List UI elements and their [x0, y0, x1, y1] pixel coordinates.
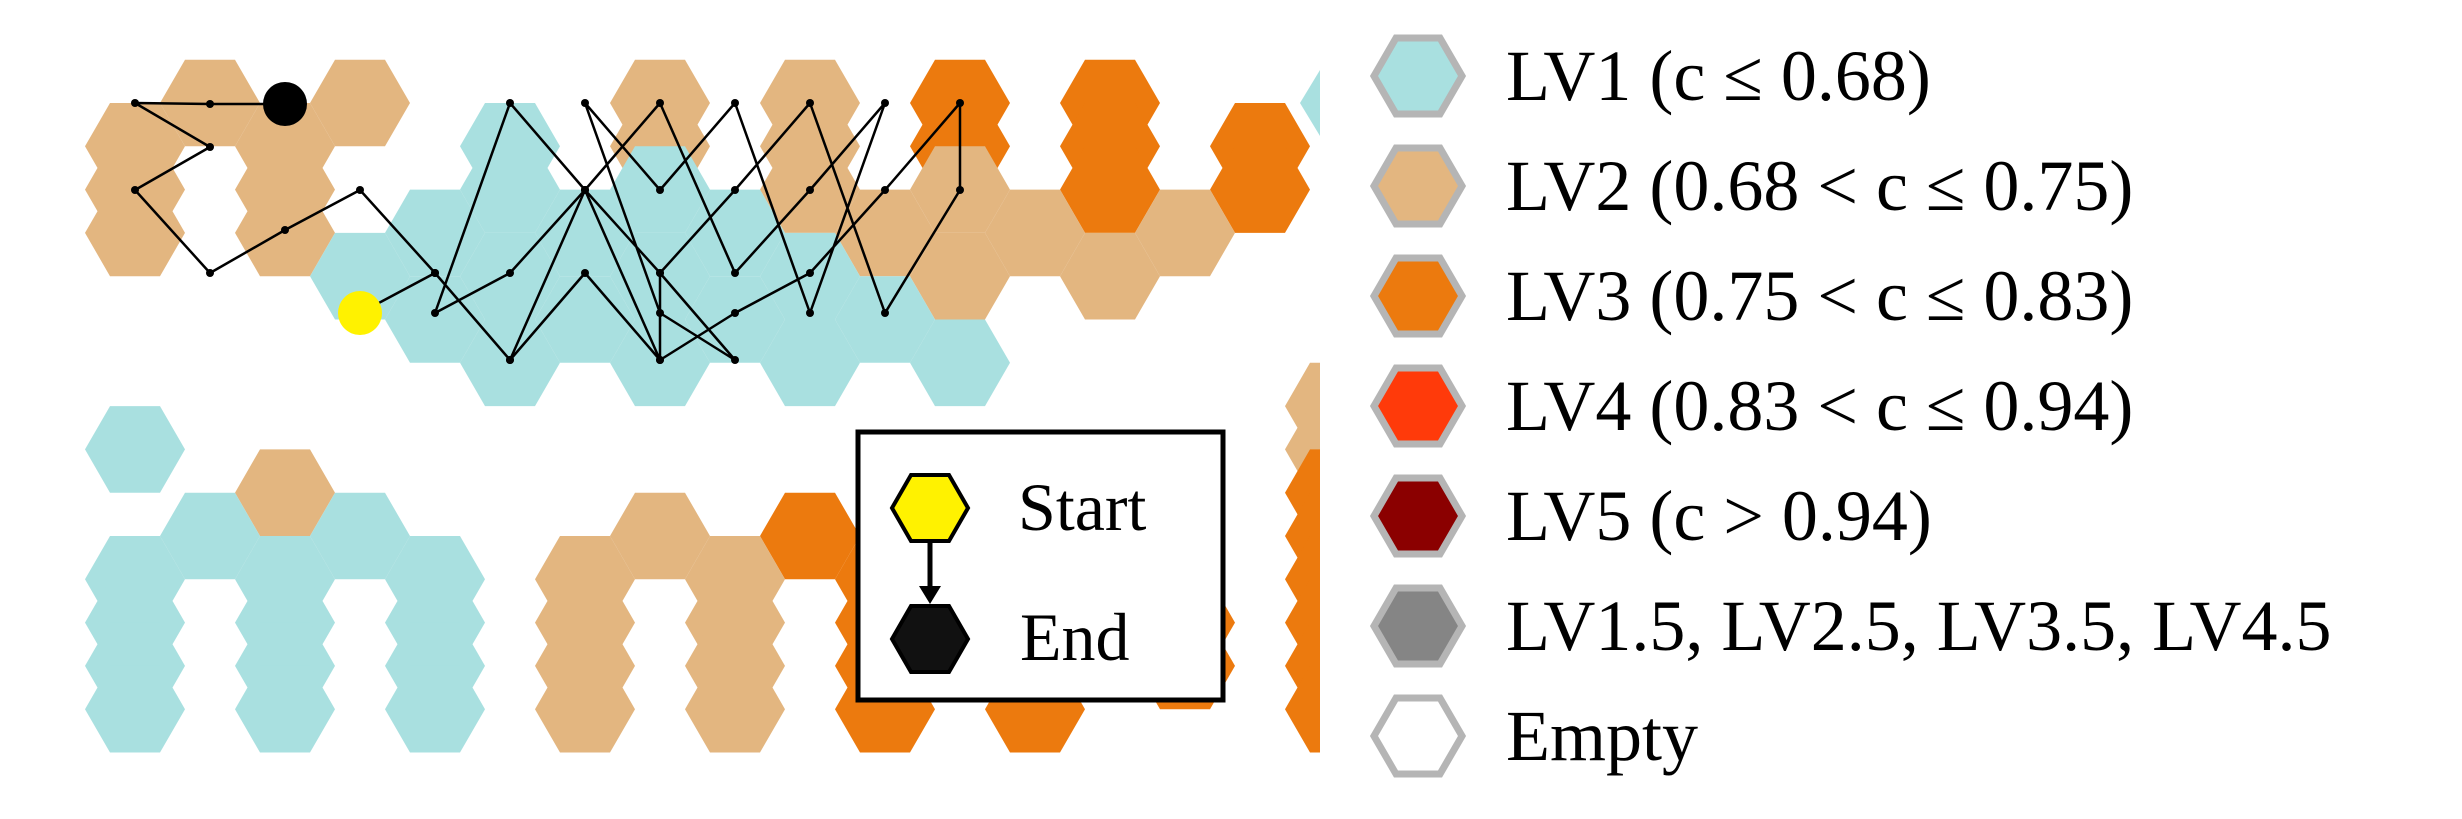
legend-item-lv5: LV5 (c > 0.94) [1370, 466, 1932, 566]
path-node [806, 269, 814, 277]
trajectory-line [133, 101, 962, 362]
path-node [281, 226, 289, 234]
start-marker [338, 291, 382, 335]
path-node [506, 99, 514, 107]
start-end-inset-legend: Start End [855, 429, 1226, 703]
hexagon-cell [1210, 146, 1310, 233]
hexagon-cell [1060, 146, 1160, 233]
hexagon-cell [685, 276, 785, 363]
hexagon-cell [835, 189, 935, 277]
arrow-down-icon [919, 586, 941, 604]
path-node [731, 309, 739, 317]
path-node [656, 186, 664, 194]
hexagon-icon [1370, 34, 1466, 118]
hexagon-cell [385, 189, 485, 277]
path-node [656, 99, 664, 107]
hexagon-cell [535, 276, 635, 363]
hexagon-cell [85, 189, 185, 277]
hexagon-cell [910, 232, 1010, 320]
path-node [881, 99, 889, 107]
path-node [431, 269, 439, 277]
hexagon-cell [85, 665, 185, 753]
hexagon-cell [310, 492, 410, 580]
end-label: End [1020, 599, 1130, 675]
legend-label: LV5 (c > 0.94) [1506, 476, 1932, 556]
legend-item-intermediate: LV1.5, LV2.5, LV3.5, LV4.5 [1370, 576, 2331, 676]
path-node [131, 186, 139, 194]
hexagon-cell [85, 406, 185, 493]
path-node [731, 356, 739, 364]
hexagon-cell [685, 665, 785, 753]
legend-label: LV4 (0.83 < c ≤ 0.94) [1506, 366, 2134, 446]
hexagon-cell [685, 189, 785, 277]
legend-label: LV3 (0.75 < c ≤ 0.83) [1506, 256, 2134, 336]
hexagon-cell [1135, 189, 1235, 277]
hexagon-icon [1370, 584, 1466, 668]
path-node [731, 99, 739, 107]
hexagon-cell [985, 189, 1085, 277]
path-node [506, 356, 514, 364]
path-node [206, 100, 214, 108]
path-node [881, 309, 889, 317]
hexagon-cell [1060, 232, 1160, 320]
hexagon-icon [1370, 364, 1466, 448]
hexagon-cell [235, 665, 335, 753]
hexagon-cell [1285, 665, 1320, 753]
hexagon-cell [460, 146, 560, 233]
legend-item-empty: Empty [1370, 686, 1698, 786]
path-node [656, 309, 664, 317]
legend-item-lv2: LV2 (0.68 < c ≤ 0.75) [1370, 136, 2133, 236]
path-node [431, 309, 439, 317]
path-node [881, 186, 889, 194]
hexagon-cell [760, 319, 860, 407]
path-node [731, 186, 739, 194]
legend-label: LV2 (0.68 < c ≤ 0.75) [1506, 146, 2134, 226]
hexagon-cell [910, 319, 1010, 407]
legend-label: Empty [1506, 696, 1698, 776]
hexagon-cell [385, 665, 485, 753]
hexagon-cell [1300, 70, 1320, 136]
hexagon-cell [535, 665, 635, 753]
path-node [806, 99, 814, 107]
path-node [806, 186, 814, 194]
path-node [806, 309, 814, 317]
legend-label: LV1 (c ≤ 0.68) [1506, 36, 1931, 116]
path-node [206, 143, 214, 151]
legend-item-lv3: LV3 (0.75 < c ≤ 0.83) [1370, 246, 2133, 346]
legend-item-lv1: LV1 (c ≤ 0.68) [1370, 26, 1931, 126]
hexagon-cell [385, 276, 485, 363]
hexagon-icon [1370, 474, 1466, 558]
hexagon-cell [310, 59, 410, 147]
hexagon-cell [160, 492, 260, 580]
path-node [581, 99, 589, 107]
hexagon-cell [235, 449, 335, 536]
start-hexagon-icon [889, 473, 971, 543]
end-hexagon-icon [889, 604, 971, 674]
hexagon-icon [1370, 144, 1466, 228]
hexagon-cell [760, 492, 860, 580]
start-label: Start [1018, 469, 1147, 545]
hexagon-icon [1370, 254, 1466, 338]
hexagon-cell [535, 189, 635, 277]
legend-item-lv4: LV4 (0.83 < c ≤ 0.94) [1370, 356, 2133, 456]
path-node [581, 186, 589, 194]
hexagon-cell [310, 232, 410, 320]
path-node [356, 186, 364, 194]
path-node [731, 269, 739, 277]
path-node [656, 269, 664, 277]
path-node [206, 269, 214, 277]
path-node [581, 269, 589, 277]
hexagon-map: Start End [85, 59, 1320, 753]
hexagon-icon [1370, 694, 1466, 778]
hexagon-cell [610, 492, 710, 580]
path-node [956, 99, 964, 107]
legend-label: LV1.5, LV2.5, LV3.5, LV4.5 [1506, 586, 2332, 666]
hexagon-cell [835, 276, 935, 363]
path-node [656, 356, 664, 364]
end-marker [263, 82, 307, 126]
path-node [956, 186, 964, 194]
path-node [131, 99, 139, 107]
path-node [506, 269, 514, 277]
